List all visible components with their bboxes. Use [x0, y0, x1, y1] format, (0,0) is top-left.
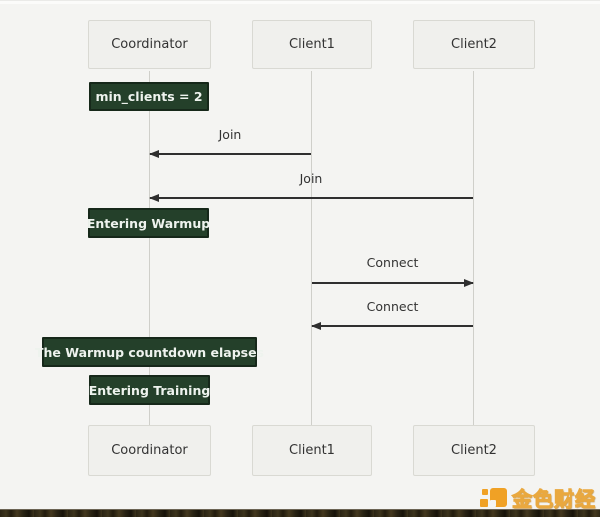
- message-arrow-connect-2: [311, 322, 473, 330]
- lifeline-client1: [311, 71, 312, 425]
- message-arrow-join-2: [149, 194, 473, 202]
- arrowhead-left-icon: [149, 194, 159, 202]
- actor-label: Coordinator: [111, 443, 188, 458]
- actor-box-coordinator-bottom: Coordinator: [88, 425, 211, 476]
- actor-box-client2-bottom: Client2: [413, 425, 535, 476]
- arrowhead-left-icon: [149, 150, 159, 158]
- note-text: min_clients = 2: [95, 89, 203, 104]
- top-edge-strip: [0, 0, 600, 4]
- arrowhead-right-icon: [464, 279, 474, 287]
- actor-box-client2-top: Client2: [413, 20, 535, 69]
- note-text: Entering Warmup: [86, 215, 211, 231]
- arrowhead-left-icon: [311, 322, 321, 330]
- message-arrow-join-1: [149, 150, 311, 158]
- actor-box-coordinator-top: Coordinator: [88, 20, 211, 69]
- message-label-join-1: Join: [218, 127, 242, 142]
- message-label-connect-1: Connect: [366, 255, 419, 270]
- actor-box-client1-top: Client1: [252, 20, 372, 69]
- note-text: The Warmup countdown elapses: [34, 344, 265, 360]
- lifeline-client2: [473, 71, 474, 425]
- note-entering-warmup: Entering Warmup: [86, 208, 211, 238]
- actor-label: Client1: [289, 443, 335, 458]
- actor-label: Client2: [451, 443, 497, 458]
- note-warmup-countdown-elapses: The Warmup countdown elapses: [35, 337, 264, 367]
- message-label-join-2: Join: [299, 171, 323, 186]
- watermark-text: 金色财经: [512, 487, 596, 512]
- bottom-texture-band: [0, 509, 600, 517]
- jinse-finance-logo-icon: [480, 485, 507, 511]
- note-text: Entering Training: [88, 382, 211, 398]
- lifeline-coordinator: [149, 71, 150, 425]
- actor-label: Client2: [451, 37, 497, 52]
- note-min-clients: min_clients = 2: [89, 82, 209, 111]
- message-arrow-connect-1: [312, 279, 474, 287]
- actor-label: Client1: [289, 37, 335, 52]
- message-label-connect-2: Connect: [366, 299, 419, 314]
- note-entering-training: Entering Training: [89, 375, 210, 405]
- watermark: 金色财经: [480, 483, 596, 512]
- actor-box-client1-bottom: Client1: [252, 425, 372, 476]
- actor-label: Coordinator: [111, 37, 188, 52]
